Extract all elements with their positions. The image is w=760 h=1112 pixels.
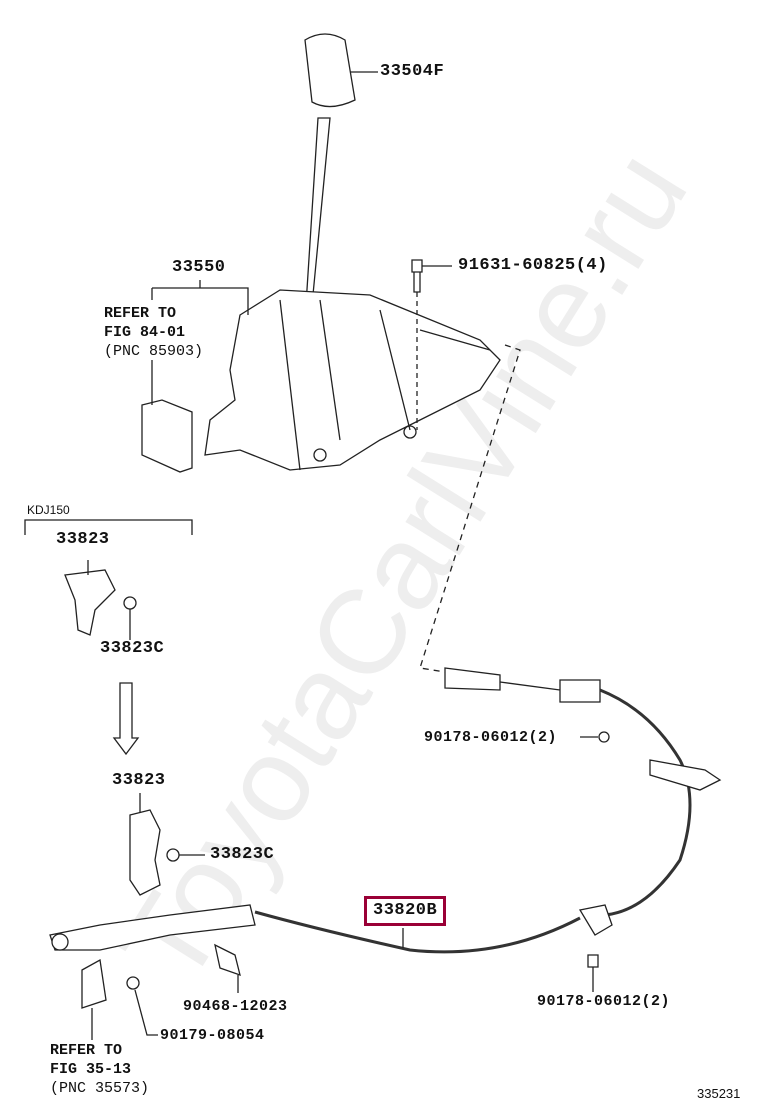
small-bracket — [81, 958, 107, 1009]
clip — [214, 943, 241, 977]
label-33504F: 33504F — [380, 62, 445, 81]
label-clip: 90468-12023 — [183, 998, 288, 1015]
label-nut-lower-right: 90178-06012(2) — [537, 993, 671, 1010]
label-nut-upper: 90178-06012(2) — [424, 729, 558, 746]
refer-note-upper: REFER TO FIG 84-01 (PNC 85903) — [104, 305, 204, 360]
shift-lever-assembly — [204, 289, 501, 471]
label-33550: 33550 — [172, 258, 226, 277]
arrow-down — [112, 682, 140, 756]
cable — [254, 688, 692, 954]
label-33823C-b: 33823C — [210, 845, 275, 864]
label-33823-a: 33823 — [56, 530, 110, 549]
label-33823-b: 33823 — [112, 771, 166, 790]
cable-bracket — [649, 759, 722, 791]
shift-rod — [305, 117, 331, 306]
variant-label: KDJ150 — [27, 503, 70, 517]
cable-end-lower — [49, 904, 256, 951]
bracket-2 — [129, 809, 161, 896]
ecu-box — [141, 399, 193, 473]
label-bolt: 91631-60825(4) — [458, 256, 608, 275]
bolt-drawing — [411, 259, 423, 293]
shift-knob — [304, 33, 356, 108]
refer-note-lower: REFER TO FIG 35-13 (PNC 35573) — [50, 1042, 150, 1097]
bracket-1 — [64, 569, 116, 636]
label-nut-lower-left: 90179-08054 — [160, 1027, 265, 1044]
figure-number: 335231 — [697, 1086, 741, 1101]
label-33820B-highlighted: 33820B — [364, 896, 447, 926]
label-33823C-a: 33823C — [100, 639, 165, 658]
cable-end-upper — [444, 667, 501, 691]
